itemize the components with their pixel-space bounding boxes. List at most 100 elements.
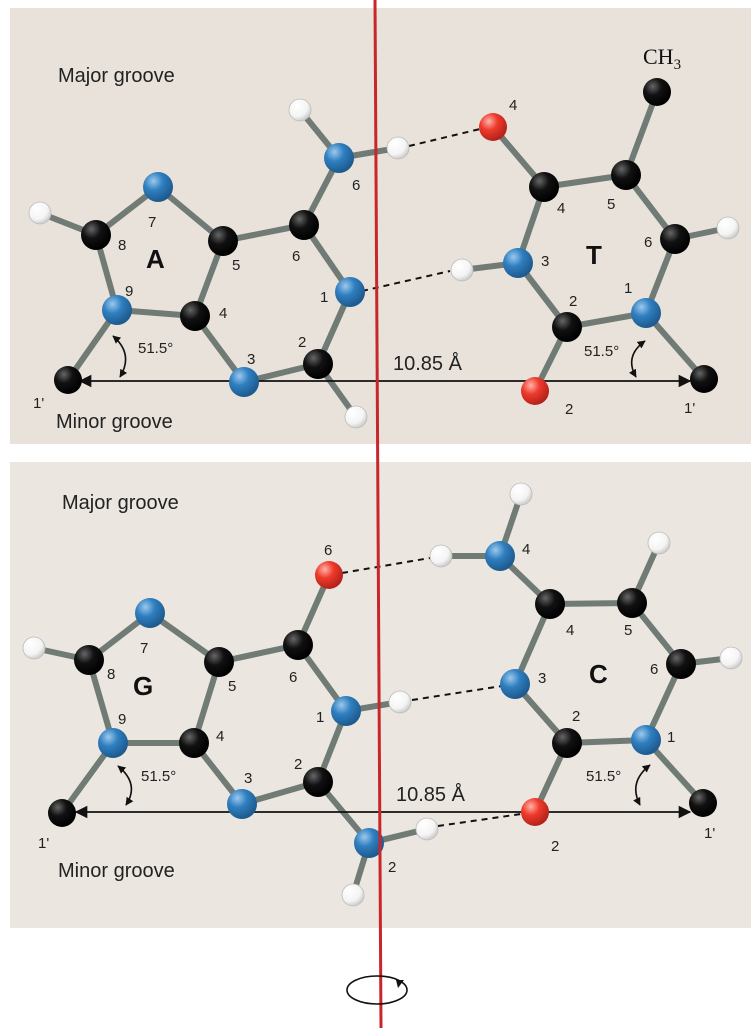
hydrogen-atom (509, 482, 533, 506)
atom-number: 8 (107, 666, 115, 683)
at-distance-label: 10.85 Å (393, 352, 463, 375)
at-angle-arc-left (112, 335, 128, 378)
at-angle-right: 51.5° (584, 343, 619, 360)
nitrogen-atom (98, 728, 128, 758)
methyl-label: CH3 (643, 44, 681, 73)
atom-number: 5 (607, 196, 615, 213)
gc-pair: Major groove Minor groove G C 10.85 Å 51… (22, 482, 743, 907)
atom-number: 6 (324, 542, 332, 559)
at-atoms (28, 78, 740, 429)
atom-number: 4 (509, 97, 517, 114)
gc-major-groove-label: Major groove (62, 492, 179, 514)
hydrogen-atom (647, 531, 671, 555)
gc-angle-arc-left (117, 765, 134, 806)
carbon-atom (535, 589, 565, 619)
gc-minor-groove-label: Minor groove (58, 860, 175, 882)
atom-number: 9 (118, 711, 126, 728)
atom-number: 5 (228, 678, 236, 695)
carbon-atom (179, 728, 209, 758)
gc-sugar-right: 1' (704, 825, 715, 842)
nitrogen-atom (143, 172, 173, 202)
atom-number: 4 (219, 305, 227, 322)
carbon-atom (690, 365, 718, 393)
at-sugar-left: 1' (33, 395, 44, 412)
carbon-atom (283, 630, 313, 660)
atom-number: 1 (320, 289, 328, 306)
carbon-atom (208, 226, 238, 256)
atom-number: 4 (216, 728, 224, 745)
oxygen-atom (521, 377, 549, 405)
atom-number: 3 (247, 351, 255, 368)
hydrogen-atom (716, 216, 740, 240)
at-pair: Major groove Minor groove A T CH3 10.85 … (28, 44, 740, 433)
gc-distance-label: 10.85 Å (396, 783, 466, 806)
dyad-axis-line (373, 0, 383, 1029)
oxygen-atom (315, 561, 343, 589)
atom-number: 6 (292, 248, 300, 265)
atom-number: 2 (388, 859, 396, 876)
methyl-text: CH (643, 44, 674, 69)
carbon-atom (303, 767, 333, 797)
carbon-atom (660, 224, 690, 254)
atom-number: 5 (624, 622, 632, 639)
atom-number: 6 (644, 234, 652, 251)
atom-number: 2 (294, 756, 302, 773)
atom-number: 8 (118, 237, 126, 254)
atom-number: 2 (298, 334, 306, 351)
nitrogen-atom (102, 295, 132, 325)
oxygen-atom (521, 798, 549, 826)
nitrogen-atom (324, 143, 354, 173)
atom-number: 2 (565, 401, 573, 418)
gc-angle-arc-right (633, 764, 651, 806)
atom-number: 4 (522, 541, 530, 558)
hydrogen-atom (450, 258, 474, 282)
carbon-atom (48, 799, 76, 827)
gc-angle-right: 51.5° (586, 768, 621, 785)
carbon-atom (689, 789, 717, 817)
gc-atoms (22, 482, 743, 907)
at-major-groove-label: Major groove (58, 65, 175, 87)
atom-number: 4 (557, 200, 565, 217)
carbon-atom (204, 647, 234, 677)
carbon-atom (666, 649, 696, 679)
hydrogen-atom (22, 636, 46, 660)
atom-number: 3 (541, 253, 549, 270)
carbon-atom (289, 210, 319, 240)
hydrogen-atom (28, 201, 52, 225)
oxygen-atom (479, 113, 507, 141)
atom-number: 1 (624, 280, 632, 297)
carbon-atom (611, 160, 641, 190)
carbon-atom (81, 220, 111, 250)
at-minor-groove-label: Minor groove (56, 411, 173, 433)
hydrogen-atom (415, 817, 439, 841)
carbon-atom (303, 349, 333, 379)
atom-number: 6 (650, 661, 658, 678)
methyl-subscript: 3 (674, 57, 682, 73)
atom-number: 6 (352, 177, 360, 194)
carbon-atom (552, 728, 582, 758)
nitrogen-atom (135, 598, 165, 628)
atom-number: 3 (244, 770, 252, 787)
at-panel (10, 8, 751, 444)
atom-number: 6 (289, 669, 297, 686)
at-sugar-right: 1' (684, 400, 695, 417)
nitrogen-atom (227, 789, 257, 819)
carbon-atom (643, 78, 671, 106)
carbon-atom (617, 588, 647, 618)
hydrogen-atom (429, 544, 453, 568)
atom-number: 2 (569, 293, 577, 310)
gc-pyrimidine-letter: C (589, 659, 608, 689)
carbon-atom (529, 172, 559, 202)
atom-number: 9 (125, 283, 133, 300)
nitrogen-atom (631, 298, 661, 328)
rotation-arrow-icon (346, 975, 408, 1005)
at-angle-left: 51.5° (138, 340, 173, 357)
atom-number: 1 (667, 729, 675, 746)
atom-number: 7 (148, 214, 156, 231)
at-angle-arc-right (628, 340, 646, 378)
nitrogen-atom (331, 696, 361, 726)
atom-number: 5 (232, 257, 240, 274)
hydrogen-atom (388, 690, 412, 714)
nitrogen-atom (631, 725, 661, 755)
